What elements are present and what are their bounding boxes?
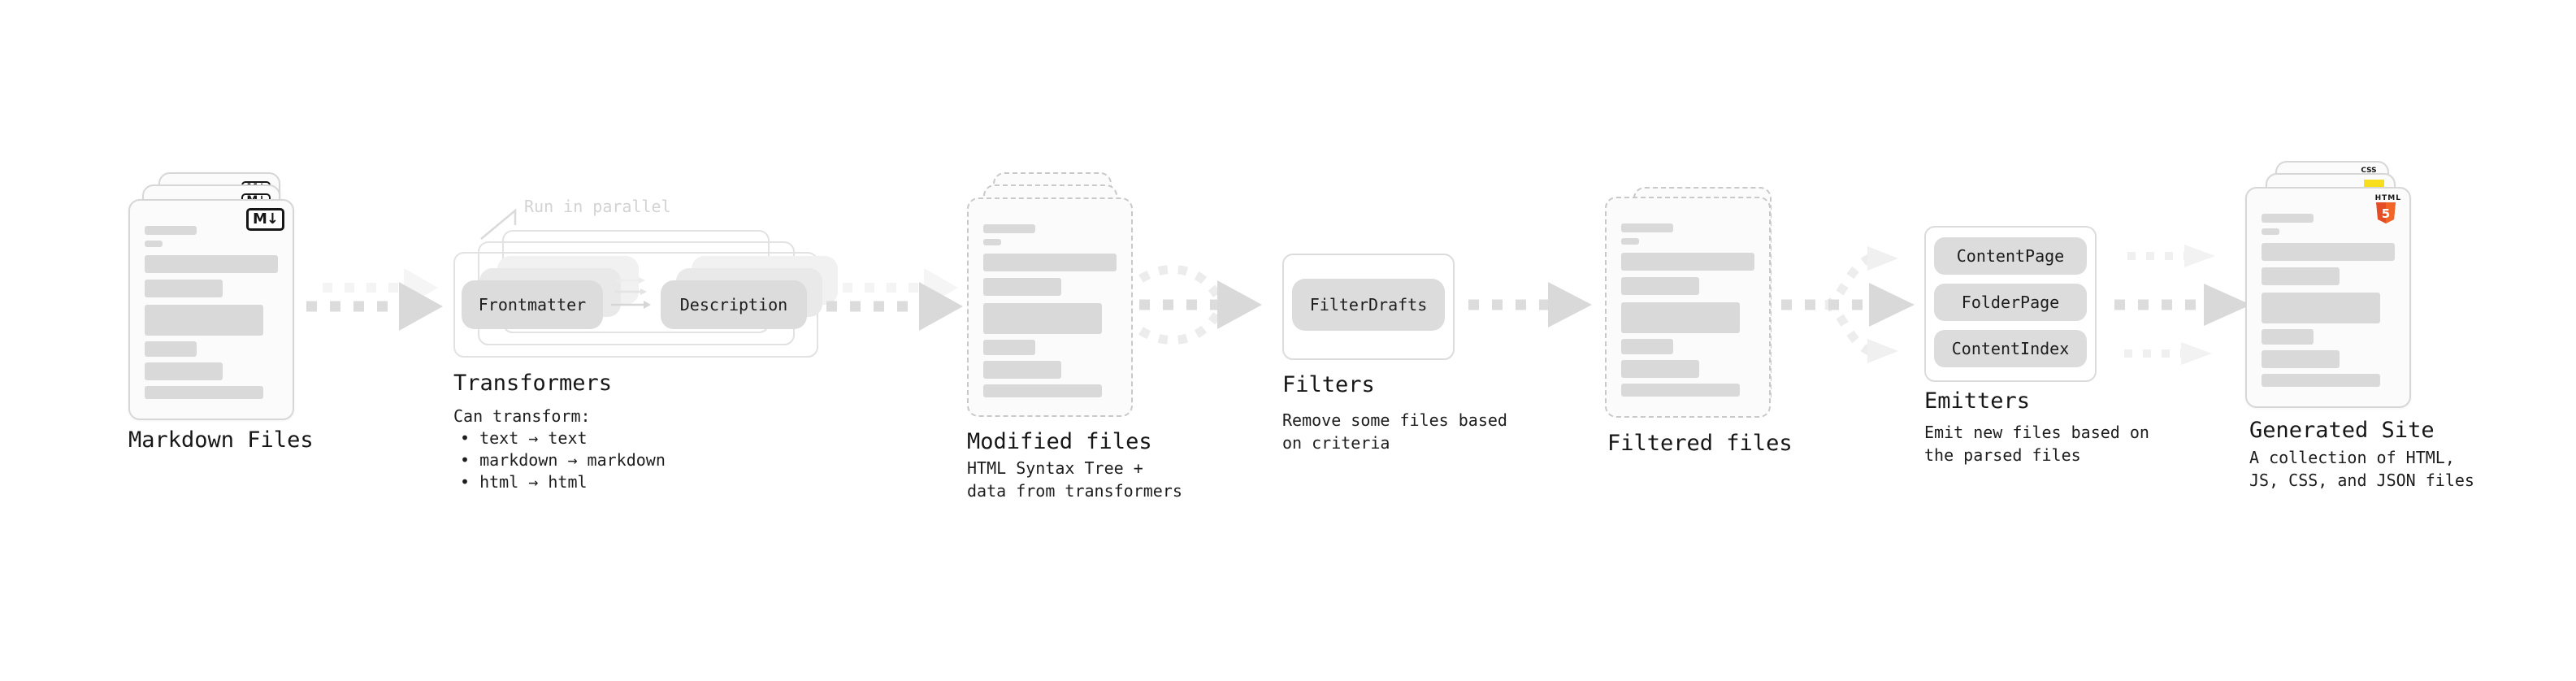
filtered-file-card-front <box>1605 197 1771 418</box>
contentpage-pill: ContentPage <box>1934 237 2087 275</box>
skeleton-text-bar <box>2262 329 2314 345</box>
stage-label-generated-site: Generated Site <box>2249 418 2435 443</box>
run-in-parallel-note: Run in parallel <box>524 197 671 216</box>
emitters-desc: Emit new files based on <box>1924 423 2149 442</box>
filterdrafts-pill: FilterDrafts <box>1292 279 1445 331</box>
description-pill: Description <box>661 280 807 329</box>
skeleton-text-bar <box>2262 374 2380 387</box>
skeleton-text-bar <box>1621 302 1740 333</box>
arrows-emitters-to-generated-icon <box>2114 245 2251 365</box>
skeleton-text-bar <box>983 361 1061 379</box>
filters-desc: Remove some files based <box>1282 410 1507 430</box>
skeleton-text-bar <box>983 278 1061 296</box>
note-leader-line-icon <box>480 208 517 240</box>
skeleton-text-bar <box>2262 228 2279 235</box>
skeleton-text-bar <box>145 362 223 380</box>
markdown-file-card-front: M↓ <box>128 199 294 420</box>
stage-label-transformers: Transformers <box>453 371 613 396</box>
transformers-bullet: • text → text <box>460 428 588 448</box>
transformers-bullet: • markdown → markdown <box>460 450 666 470</box>
svg-text:5: 5 <box>2381 206 2389 221</box>
skeleton-text-bar <box>2262 350 2340 368</box>
arrow-fanout-filtered-to-emitters-icon <box>1781 246 1915 363</box>
transformers-desc-heading: Can transform: <box>453 406 591 426</box>
skeleton-text-bar <box>145 341 197 357</box>
html5-icon: HTML 5 <box>2375 194 2401 223</box>
skeleton-text-bar <box>1621 339 1673 354</box>
stage-label-filtered-files: Filtered files <box>1607 431 1793 456</box>
skeleton-text-bar <box>1621 223 1673 232</box>
skeleton-text-bar <box>983 340 1035 355</box>
filters-desc: on criteria <box>1282 433 1390 453</box>
modified-file-card-front <box>967 197 1133 417</box>
arrow-transformers-to-modified-icon <box>826 268 963 331</box>
transformers-bullet: • html → html <box>460 472 588 492</box>
stage-label-emitters: Emitters <box>1924 388 2031 414</box>
skeleton-text-bar <box>1621 384 1740 397</box>
skeleton-text-bar <box>2262 267 2340 285</box>
skeleton-text-bar <box>2262 214 2314 223</box>
parallel-arrows-icon <box>611 277 651 309</box>
stage-label-filters: Filters <box>1282 372 1375 397</box>
skeleton-text-bar <box>983 254 1117 271</box>
arrow-merge-modified-to-filters-icon <box>1138 264 1262 345</box>
skeleton-text-bar <box>145 386 263 399</box>
emitters-desc: the parsed files <box>1924 445 2081 465</box>
skeleton-text-bar <box>145 226 197 235</box>
modified-files-desc: HTML Syntax Tree + <box>967 458 1143 478</box>
skeleton-text-bar <box>1621 277 1699 295</box>
skeleton-text-bar <box>2262 293 2380 323</box>
skeleton-text-bar <box>145 280 223 297</box>
generated-site-desc: A collection of HTML, <box>2249 448 2455 467</box>
arrow-filters-to-filtered-icon <box>1468 282 1592 327</box>
skeleton-text-bar <box>983 303 1102 334</box>
skeleton-text-bar <box>145 305 263 336</box>
skeleton-text-bar <box>145 241 163 247</box>
stage-label-markdown-files: Markdown Files <box>128 427 314 453</box>
arrow-markdown-to-transformers-icon <box>306 268 443 331</box>
folderpage-pill: FolderPage <box>1934 284 2087 321</box>
generated-site-desc: JS, CSS, and JSON files <box>2249 471 2474 490</box>
skeleton-text-bar <box>983 384 1102 397</box>
markdown-icon: M↓ <box>246 208 284 231</box>
skeleton-text-bar <box>983 239 1001 245</box>
skeleton-text-bar <box>983 224 1035 233</box>
contentindex-pill: ContentIndex <box>1934 330 2087 367</box>
frontmatter-pill: Frontmatter <box>462 280 603 329</box>
skeleton-text-bar <box>1621 360 1699 378</box>
skeleton-text-bar <box>1621 253 1754 271</box>
skeleton-text-bar <box>145 255 278 273</box>
modified-files-desc: data from transformers <box>967 481 1182 501</box>
skeleton-text-bar <box>1621 238 1639 245</box>
generated-html-file-card: HTML 5 <box>2245 187 2411 408</box>
stage-label-modified-files: Modified files <box>967 429 1152 454</box>
skeleton-text-bar <box>2262 243 2395 261</box>
